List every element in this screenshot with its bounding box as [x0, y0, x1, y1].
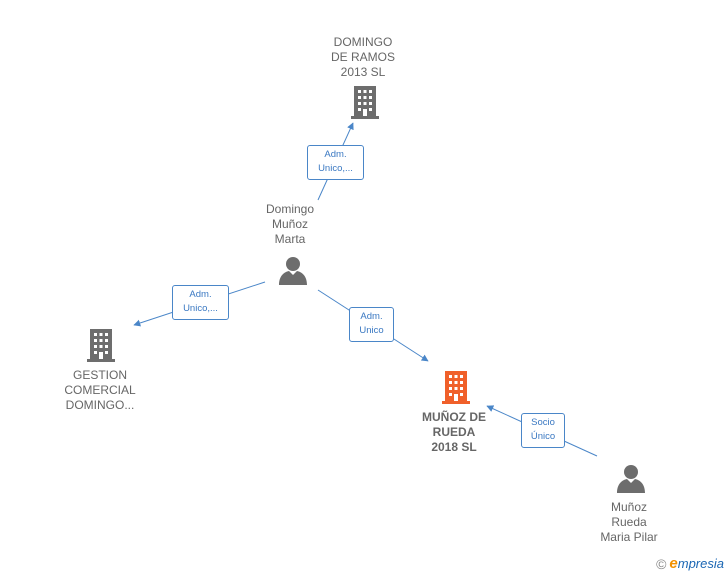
- label-line: RUEDA: [432, 425, 476, 439]
- label-line: GESTION: [72, 368, 127, 382]
- building-icon[interactable]: [350, 85, 380, 119]
- node-label-domingo-munoz: Domingo Muñoz Marta: [240, 202, 340, 247]
- node-label-domingo-ramos: DOMINGO DE RAMOS 2013 SL: [313, 35, 413, 80]
- edge-label-line: Adm.: [189, 289, 212, 300]
- label-line: COMERCIAL: [64, 383, 136, 397]
- brand-logo: empresia: [669, 555, 724, 572]
- brand-name: mpresia: [677, 556, 724, 571]
- label-line: Rueda: [611, 515, 647, 529]
- edge-label-adm-unico[interactable]: Adm. Unico,...: [307, 145, 364, 180]
- label-line: DOMINGO...: [65, 398, 135, 412]
- building-icon-highlight[interactable]: [441, 370, 471, 404]
- edge-label-line: Socio: [531, 417, 555, 428]
- copyright-symbol: ©: [656, 555, 667, 572]
- node-label-munoz-rueda: MUÑOZ DE RUEDA 2018 SL: [404, 410, 504, 455]
- edge-label-line: Unico,...: [183, 303, 218, 314]
- label-line: Muñoz: [610, 500, 648, 514]
- edge-label-line: Adm.: [360, 311, 383, 322]
- brand-initial: e: [669, 555, 678, 572]
- edge-label-line: Adm.: [324, 149, 347, 160]
- label-line: Marta: [274, 232, 306, 246]
- person-icon[interactable]: [616, 464, 646, 494]
- label-line: DE RAMOS: [330, 50, 395, 64]
- edge-label-adm-unico[interactable]: Adm. Unico: [349, 307, 394, 342]
- label-line: 2018 SL: [431, 440, 477, 454]
- label-line: Maria Pilar: [600, 530, 658, 544]
- node-label-maria-pilar: Muñoz Rueda Maria Pilar: [579, 500, 679, 545]
- edge-label-line: Único: [530, 431, 556, 442]
- label-line: 2013 SL: [340, 65, 386, 79]
- edge-label-socio-unico[interactable]: Socio Único: [521, 413, 565, 448]
- label-line: DOMINGO: [333, 35, 393, 49]
- node-label-gestion: GESTION COMERCIAL DOMINGO...: [50, 368, 150, 413]
- label-line: MUÑOZ DE: [422, 410, 486, 424]
- label-line: Domingo: [265, 202, 315, 216]
- person-icon[interactable]: [278, 256, 308, 286]
- edge-label-line: Unico,...: [318, 163, 353, 174]
- edge-label-line: Unico: [359, 325, 384, 336]
- empresia-watermark: © empresia: [656, 555, 724, 572]
- building-icon[interactable]: [86, 328, 116, 362]
- label-line: Muñoz: [271, 217, 309, 231]
- edge-label-adm-unico[interactable]: Adm. Unico,...: [172, 285, 229, 320]
